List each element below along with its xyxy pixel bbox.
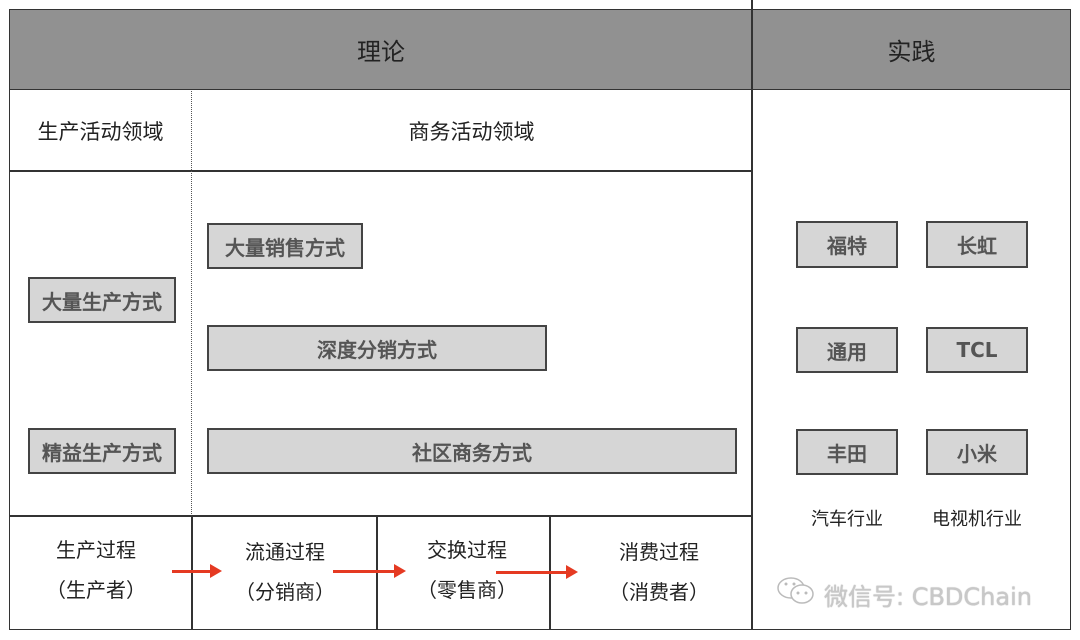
commerce-domain-label: 商务活动领域 <box>192 91 751 171</box>
industry-auto-label: 汽车行业 <box>796 505 898 531</box>
process-name: 流通过程 <box>245 540 325 564</box>
commerce-domain-text: 商务活动领域 <box>408 120 535 144</box>
domain-row-divider <box>10 170 752 172</box>
process-actor: （消费者） <box>609 580 709 604</box>
arrow-right-icon <box>333 564 406 578</box>
company-label: 福特 <box>827 234 867 258</box>
process-actor: （分销商） <box>235 580 335 604</box>
mode-mass-sales: 大量销售方式 <box>207 223 363 269</box>
arrow-right-icon <box>172 564 222 578</box>
company-label: 丰田 <box>827 441 867 466</box>
company-gm: 通用 <box>796 327 898 373</box>
wechat-icon <box>776 574 818 614</box>
process-actor: （生产者） <box>46 578 146 602</box>
mode-label: 深度分销方式 <box>317 337 437 362</box>
company-ford: 福特 <box>796 221 898 268</box>
diagram-frame <box>9 9 1071 630</box>
industry-tv-label: 电视机行业 <box>916 505 1038 531</box>
production-domain-text: 生产活动领域 <box>37 120 164 144</box>
watermark: 微信号: CBDChain <box>776 574 1066 614</box>
mode-mass-production: 大量生产方式 <box>28 277 176 323</box>
process-production: 生产过程 （生产者） <box>10 530 182 610</box>
mode-label: 大量生产方式 <box>42 289 162 314</box>
header-theory: 理论 <box>10 10 752 90</box>
company-tcl: TCL <box>926 327 1028 373</box>
mode-label: 社区商务方式 <box>412 440 532 465</box>
arrow-right-icon <box>496 565 578 579</box>
company-label: 通用 <box>827 339 867 364</box>
mode-community-commerce: 社区商务方式 <box>207 428 737 474</box>
practice-title: 实践 <box>887 38 936 66</box>
company-changhong: 长虹 <box>926 221 1028 268</box>
header-practice: 实践 <box>753 10 1070 90</box>
process-name: 生产过程 <box>56 538 136 562</box>
industry-text: 汽车行业 <box>811 509 883 530</box>
company-toyota: 丰田 <box>796 429 898 475</box>
mode-deep-distribution: 深度分销方式 <box>207 325 547 371</box>
theory-title: 理论 <box>357 38 405 66</box>
process-distribution: 流通过程 （分销商） <box>200 532 370 612</box>
watermark-text: 微信号: CBDChain <box>824 582 1032 611</box>
domain-dotted-divider <box>191 91 192 516</box>
mode-lean-production: 精益生产方式 <box>28 428 176 474</box>
process-exchange: 交换过程 （零售商） <box>382 530 552 610</box>
process-consumption: 消费过程 （消费者） <box>574 532 744 612</box>
mode-label: 精益生产方式 <box>42 440 162 465</box>
process-row-divider <box>10 515 752 517</box>
process-actor: （零售商） <box>417 578 517 602</box>
industry-text: 电视机行业 <box>932 509 1022 530</box>
production-domain-label: 生产活动领域 <box>10 91 191 171</box>
company-xiaomi: 小米 <box>926 429 1028 475</box>
mode-label: 大量销售方式 <box>225 235 345 260</box>
process-name: 交换过程 <box>427 538 507 562</box>
company-label: 长虹 <box>957 234 997 258</box>
company-label: 小米 <box>957 441 997 466</box>
company-label: TCL <box>956 338 998 362</box>
theory-practice-divider <box>751 0 753 630</box>
process-name: 消费过程 <box>619 540 699 564</box>
